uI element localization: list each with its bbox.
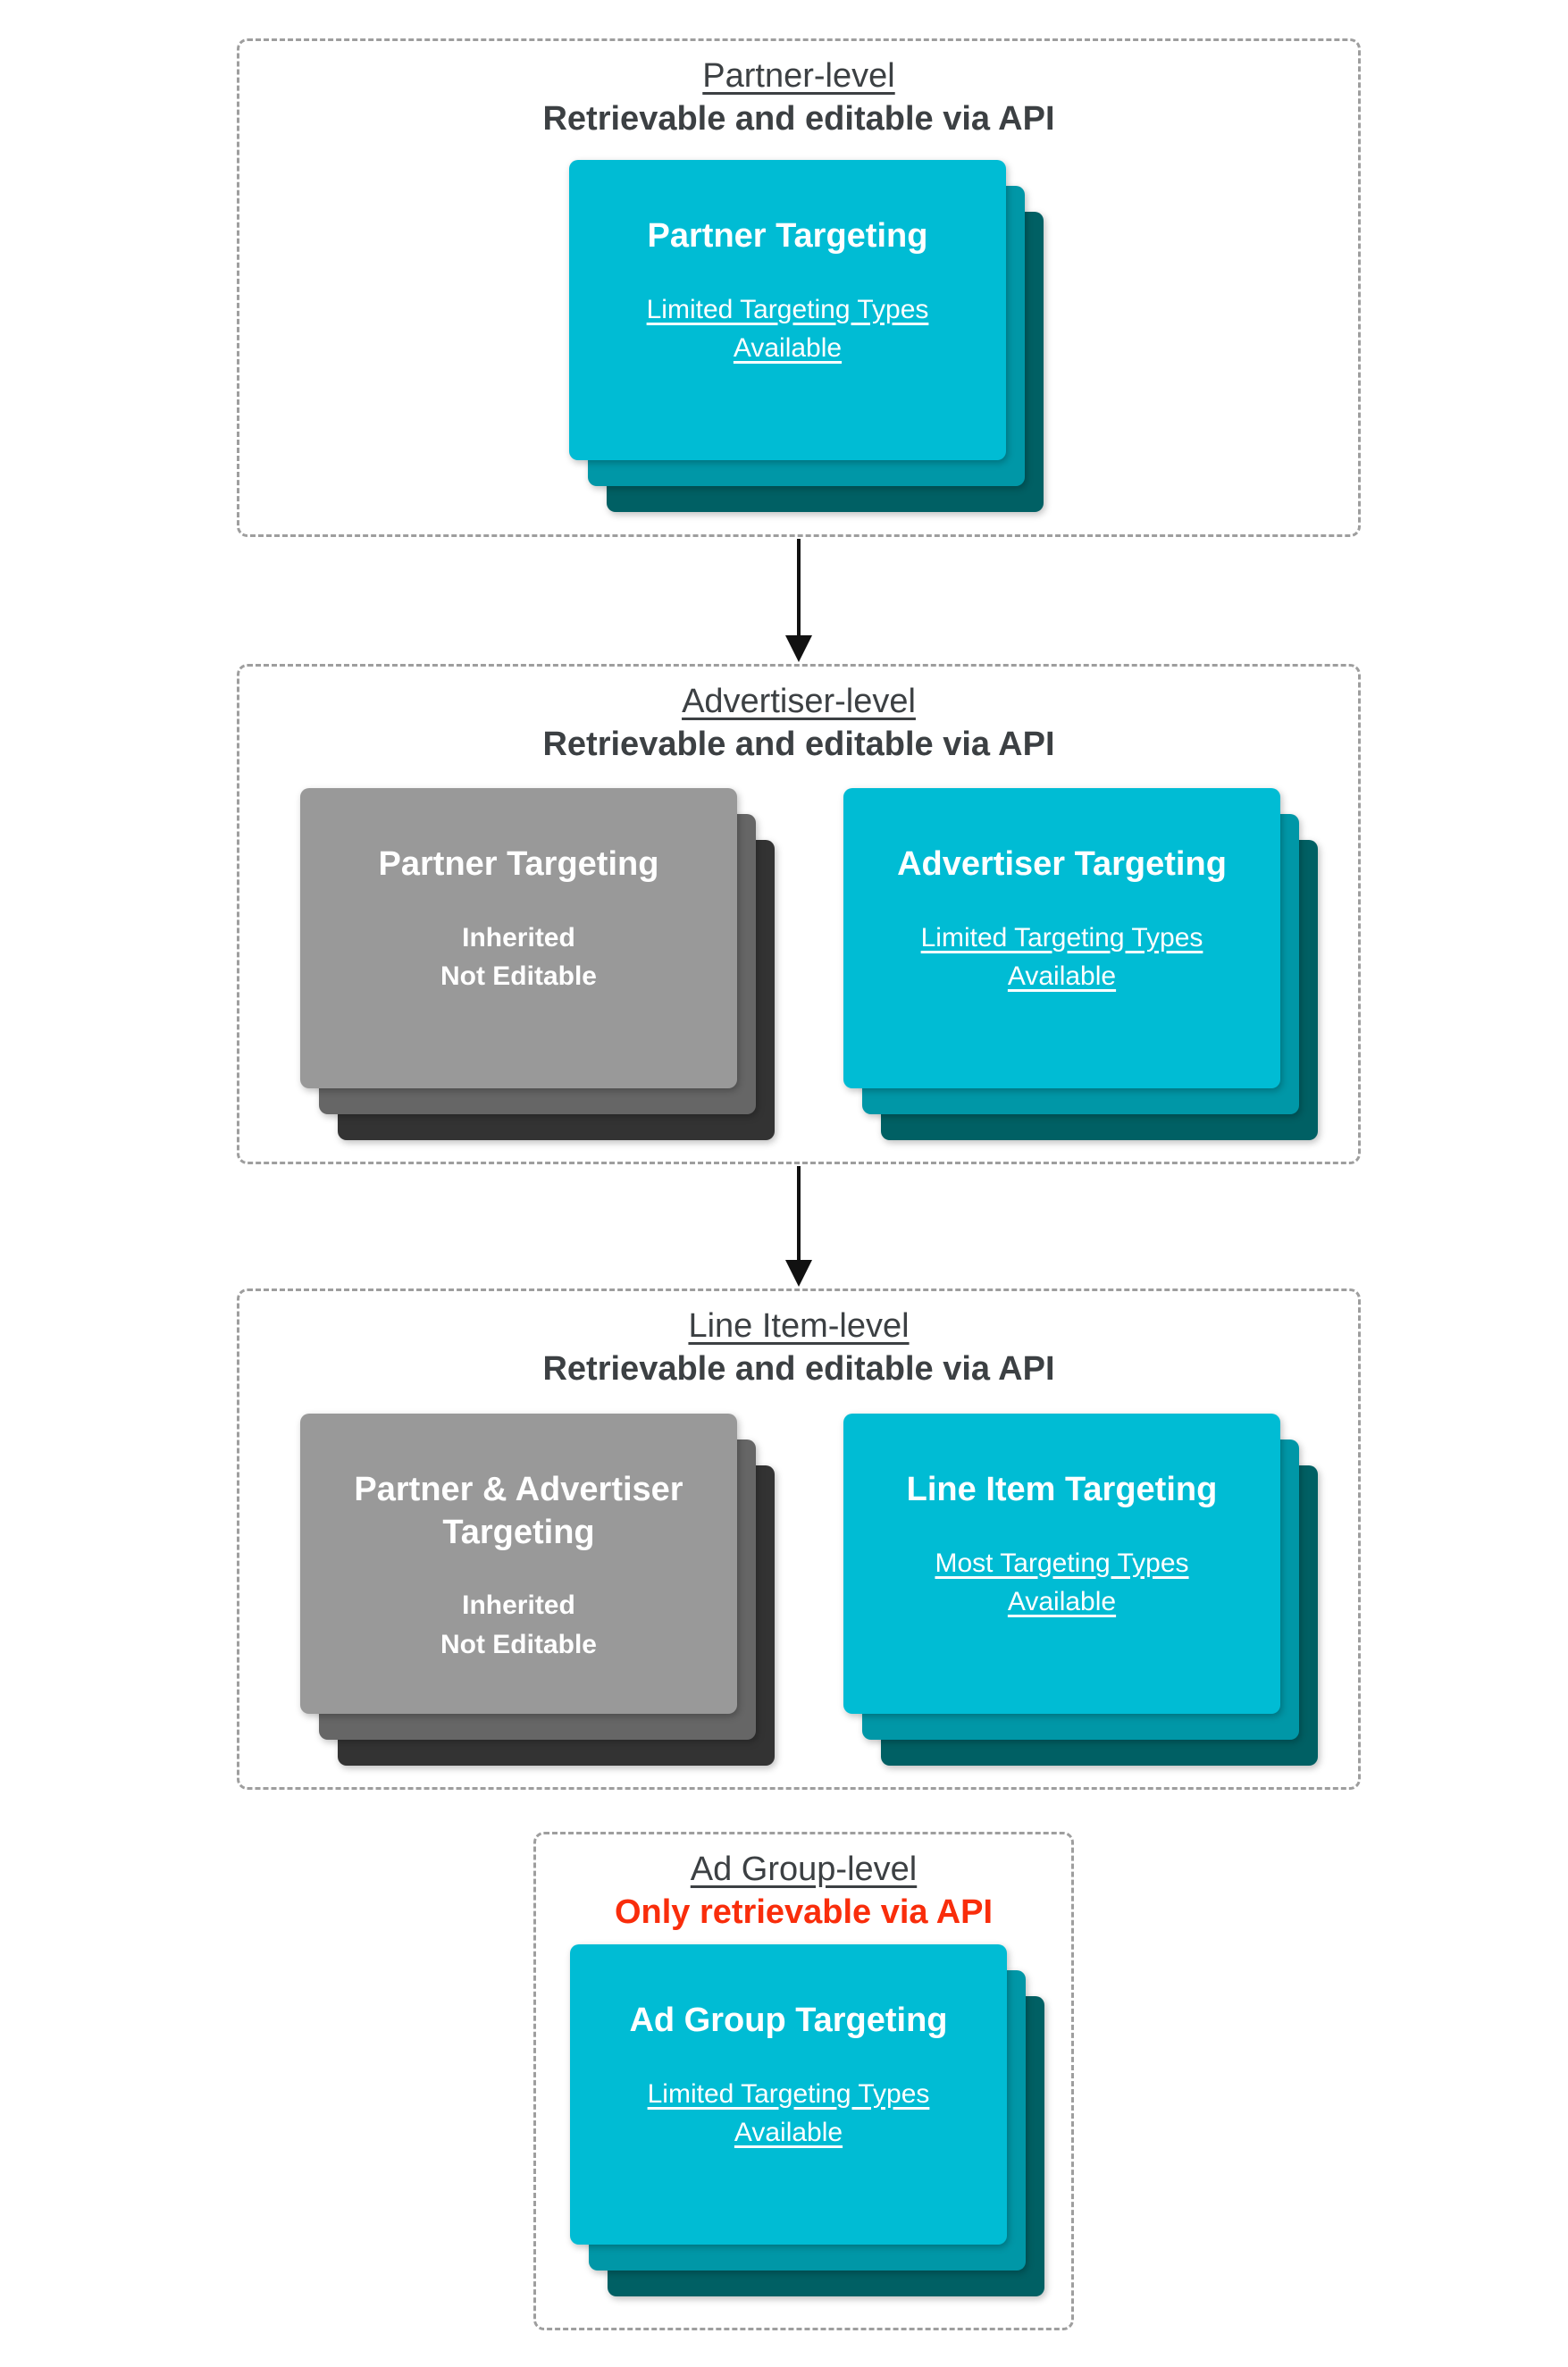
section-partner-level: Partner-level Retrievable and editable v… — [237, 38, 1361, 537]
note-line: Not Editable — [440, 1629, 597, 1659]
card-note: Limited Targeting Types Available — [921, 919, 1203, 996]
card-note: Inherited Not Editable — [440, 1586, 597, 1664]
note-line: Available — [733, 333, 843, 363]
card-stack-advertiser-targeting: Advertiser Targeting Limited Targeting T… — [843, 788, 1318, 1140]
card: Advertiser Targeting Limited Targeting T… — [843, 788, 1280, 1088]
note-line: Limited Targeting Types — [647, 2078, 930, 2109]
note-line: Limited Targeting Types — [920, 922, 1203, 953]
card-stack-line-item-targeting: Line Item Targeting Most Targeting Types… — [843, 1414, 1318, 1766]
section-title: Partner-level — [702, 57, 895, 95]
card: Ad Group Targeting Limited Targeting Typ… — [570, 1944, 1007, 2245]
card: Line Item Targeting Most Targeting Types… — [843, 1414, 1280, 1714]
card: Partner Targeting Inherited Not Editable — [300, 788, 737, 1088]
section-title: Ad Group-level — [690, 1851, 918, 1888]
card-title: Advertiser Targeting — [897, 845, 1227, 883]
section-subtitle: Retrievable and editable via API — [542, 1350, 1055, 1388]
note-line: Inherited — [462, 1591, 575, 1620]
card-note: Limited Targeting Types Available — [647, 290, 929, 368]
card-title: Ad Group Targeting — [629, 2002, 948, 2039]
card-title: Line Item Targeting — [906, 1471, 1218, 1508]
card-stack-inherited-partner-advertiser-targeting: Partner & Advertiser Targeting Inherited… — [300, 1414, 775, 1766]
card-stack-inherited-partner-targeting: Partner Targeting Inherited Not Editable — [300, 788, 775, 1140]
section-subtitle: Retrievable and editable via API — [542, 726, 1055, 763]
arrow-head-icon — [785, 635, 812, 662]
section-ad-group-level: Ad Group-level Only retrievable via API … — [533, 1832, 1074, 2330]
card-note: Most Targeting Types Available — [935, 1544, 1188, 1622]
section-advertiser-level: Advertiser-level Retrievable and editabl… — [237, 664, 1361, 1164]
arrow-shaft — [797, 1166, 801, 1260]
flow-arrow-partner-to-advertiser — [785, 539, 812, 662]
arrow-head-icon — [785, 1260, 812, 1287]
card-stack-ad-group-targeting: Ad Group Targeting Limited Targeting Typ… — [570, 1944, 1044, 2296]
note-line: Most Targeting Types — [935, 1548, 1189, 1578]
flow-arrow-advertiser-to-lineitem — [785, 1166, 812, 1287]
card: Partner Targeting Limited Targeting Type… — [569, 160, 1006, 460]
section-title: Advertiser-level — [682, 683, 916, 720]
note-line: Limited Targeting Types — [646, 294, 929, 324]
card-title: Partner & Advertiser Targeting — [354, 1471, 683, 1551]
section-subtitle: Retrievable and editable via API — [542, 100, 1055, 138]
section-subtitle: Only retrievable via API — [614, 1893, 994, 1931]
card-title: Partner Targeting — [647, 217, 928, 255]
section-title: Line Item-level — [688, 1307, 910, 1345]
arrow-shaft — [797, 539, 801, 635]
card-note: Limited Targeting Types Available — [648, 2075, 930, 2153]
note-line: Available — [1007, 961, 1117, 991]
note-line: Available — [734, 2118, 843, 2147]
card-title: Partner Targeting — [378, 845, 659, 883]
note-line: Available — [1007, 1587, 1117, 1616]
note-line: Inherited — [462, 922, 575, 953]
note-line: Not Editable — [440, 961, 597, 991]
section-line-item-level: Line Item-level Retrievable and editable… — [237, 1288, 1361, 1790]
card-note: Inherited Not Editable — [440, 919, 597, 996]
card: Partner & Advertiser Targeting Inherited… — [300, 1414, 737, 1714]
card-stack-partner-targeting: Partner Targeting Limited Targeting Type… — [569, 160, 1044, 512]
